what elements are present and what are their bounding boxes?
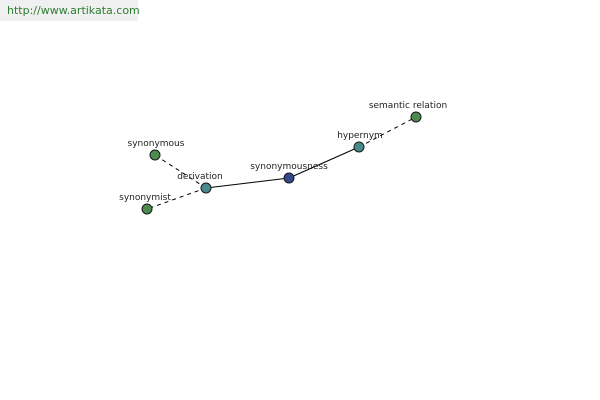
edges-layer bbox=[146, 116, 417, 210]
edge-synonymousness-derivation bbox=[205, 177, 290, 189]
edge-derivation-synonymous bbox=[154, 154, 207, 189]
node-hypernym[interactable] bbox=[353, 141, 365, 153]
node-label-synonymousness[interactable]: synonymousness bbox=[250, 162, 328, 172]
node-label-synonymist[interactable]: synonymist bbox=[119, 193, 171, 203]
node-derivation[interactable] bbox=[200, 182, 212, 194]
node-label-synonymous[interactable]: synonymous bbox=[128, 139, 185, 149]
edge-synonymousness-hypernym bbox=[288, 146, 360, 179]
node-label-semantic-relation[interactable]: semantic relation bbox=[369, 101, 447, 111]
edge-hypernym-semantic_relation bbox=[358, 116, 417, 148]
labels-layer: semantic relation hypernym synonymousness d… bbox=[119, 101, 447, 203]
nodes-layer bbox=[141, 111, 422, 215]
node-label-hypernym[interactable]: hypernym bbox=[337, 131, 383, 141]
edge-derivation-synonymist bbox=[146, 187, 207, 210]
node-synonymousness[interactable] bbox=[283, 172, 295, 184]
node-synonymist[interactable] bbox=[141, 203, 153, 215]
node-semantic-relation[interactable] bbox=[410, 111, 422, 123]
node-label-derivation[interactable]: derivation bbox=[177, 172, 223, 182]
node-synonymous[interactable] bbox=[149, 149, 161, 161]
url-banner[interactable]: http://www.artikata.com bbox=[0, 0, 140, 21]
